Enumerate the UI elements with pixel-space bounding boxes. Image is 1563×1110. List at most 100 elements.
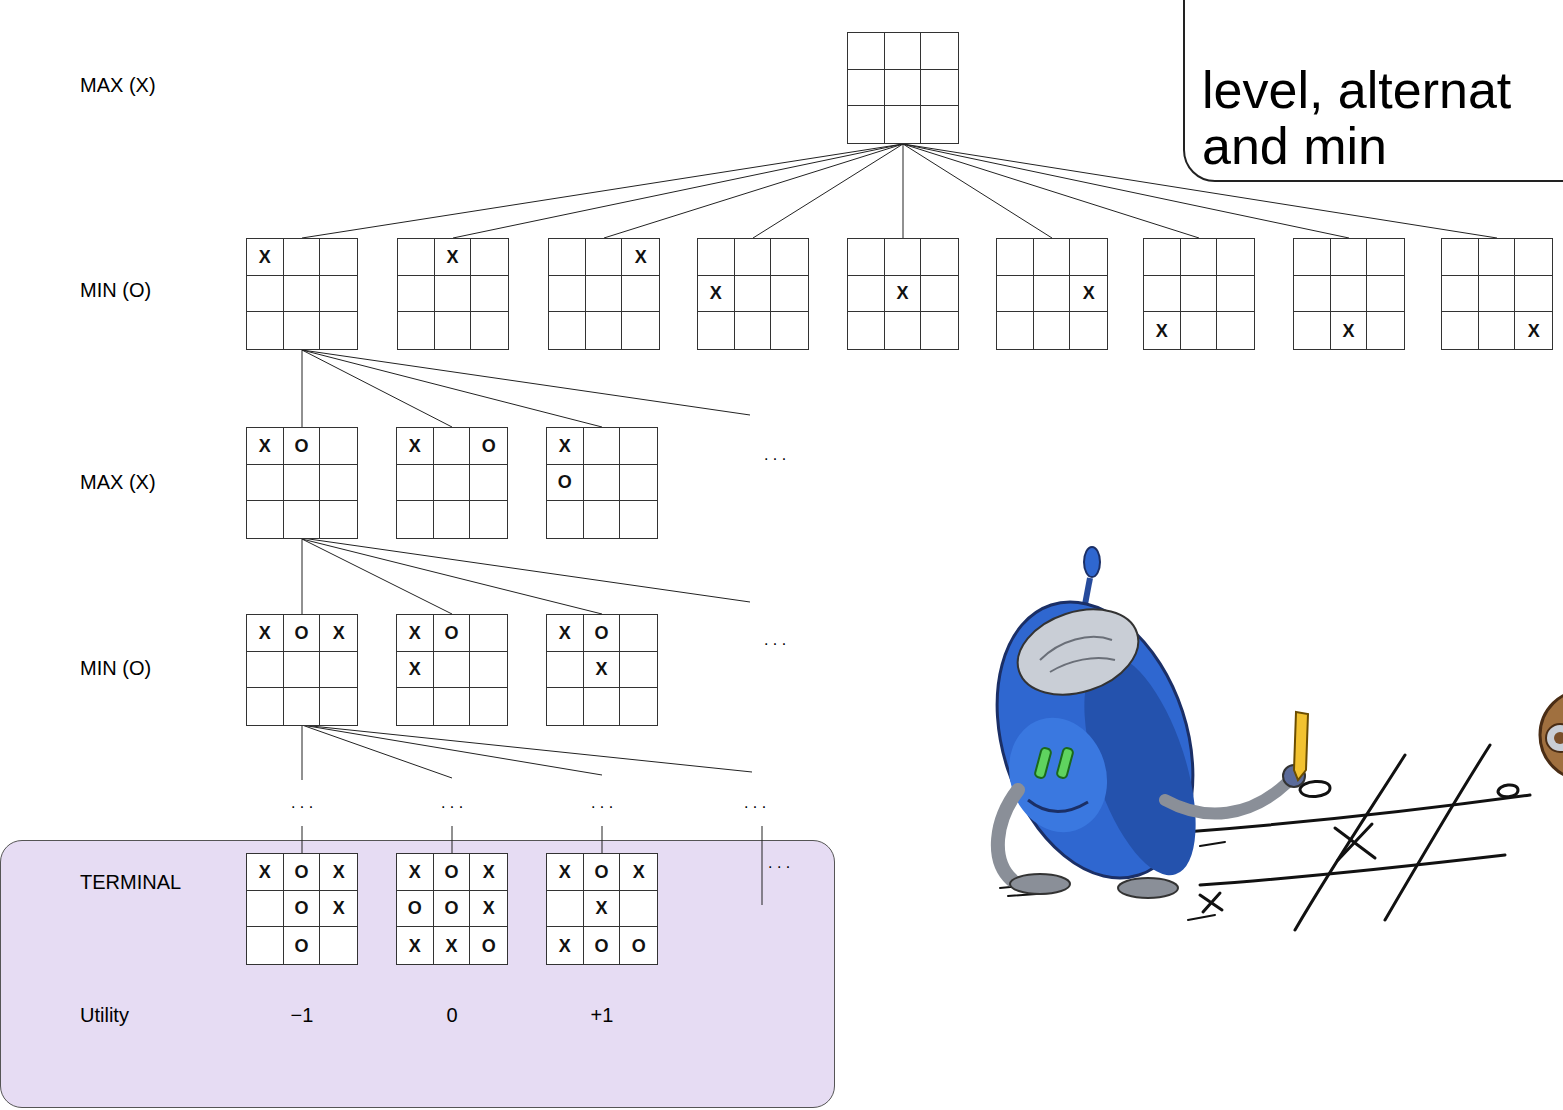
- robot-foot: [1010, 874, 1070, 894]
- board-cell: [435, 312, 472, 349]
- board-cell: X: [470, 854, 507, 891]
- board-cell: [434, 465, 471, 502]
- board-cell: X: [247, 239, 284, 276]
- board-cell: [848, 276, 885, 313]
- sketch-line: [1295, 755, 1405, 930]
- board-cell: [997, 312, 1034, 349]
- board-cell: [1515, 239, 1552, 276]
- board-cell: [584, 428, 621, 465]
- board-cell: X: [584, 891, 621, 928]
- board-cell: X: [547, 854, 584, 891]
- board-mark: X: [595, 899, 607, 917]
- board-cell: [1144, 276, 1181, 313]
- board-cell: O: [547, 465, 584, 502]
- robot-eye-ring: [1546, 724, 1563, 752]
- board-cell: [620, 428, 657, 465]
- board-cell: X: [247, 428, 284, 465]
- board-cell: X: [547, 927, 584, 964]
- board-mark: O: [408, 899, 422, 917]
- robot-figure: [964, 547, 1308, 903]
- board-cell: [549, 239, 586, 276]
- board-state: XO: [546, 427, 658, 539]
- board-mark: X: [259, 248, 271, 266]
- board-cell: [885, 33, 922, 70]
- board-cell: [848, 106, 885, 143]
- board-cell: [771, 312, 808, 349]
- level-label: MAX (X): [80, 73, 156, 97]
- board-cell: [547, 688, 584, 725]
- tree-lines: [302, 840, 762, 905]
- board-cell: [1217, 276, 1254, 313]
- board-cell: [921, 70, 958, 107]
- board-cell: [547, 891, 584, 928]
- board-cell: [284, 276, 321, 313]
- robot-dome-detail: [1040, 637, 1115, 672]
- branch-line: [302, 725, 752, 772]
- board-mark: O: [482, 937, 496, 955]
- board-cell: [1331, 239, 1368, 276]
- board-cell: [547, 501, 584, 538]
- board-cell: [1034, 276, 1071, 313]
- board-cell: [434, 688, 471, 725]
- board-cell: [885, 70, 922, 107]
- board-state: X: [246, 238, 358, 350]
- tree-edge: [604, 144, 903, 238]
- branch-line: [302, 538, 750, 602]
- board-cell: O: [584, 927, 621, 964]
- robot-arm: [1165, 782, 1288, 814]
- tree-edge: [302, 350, 602, 427]
- board-cell: [735, 239, 772, 276]
- board-cell: X: [885, 276, 922, 313]
- board-cell: X: [397, 615, 434, 652]
- ellipsis: . . .: [725, 793, 785, 813]
- board-cell: [247, 688, 284, 725]
- board-cell: [1294, 312, 1331, 349]
- utility-value: −1: [272, 1003, 332, 1027]
- board-cell: [470, 501, 507, 538]
- level-label: MIN (O): [80, 278, 151, 302]
- board-cell: [1217, 312, 1254, 349]
- branch-line: [762, 840, 763, 905]
- board-cell: X: [584, 652, 621, 689]
- robot-mouth: [1028, 800, 1088, 812]
- board-cell: [471, 276, 508, 313]
- board-mark: X: [1528, 322, 1540, 340]
- board-cell: [622, 312, 659, 349]
- utility-value: 0: [422, 1003, 482, 1027]
- tree-edge: [302, 350, 303, 427]
- tree-edge: [302, 539, 303, 614]
- board-mark: X: [259, 437, 271, 455]
- board-cell: X: [1331, 312, 1368, 349]
- board-cell: X: [547, 615, 584, 652]
- board-state: [847, 32, 959, 144]
- board-mark: X: [483, 899, 495, 917]
- board-cell: [848, 239, 885, 276]
- branch-line: [452, 840, 453, 853]
- board-cell: [1144, 239, 1181, 276]
- board-cell: O: [434, 854, 471, 891]
- board-mark: X: [409, 863, 421, 881]
- board-mark: X: [259, 863, 271, 881]
- terminal-band: XOXOXOXOXOOXXXOXOXXXOOTERMINAL. . .Utili…: [0, 840, 835, 1108]
- board-cell: [921, 276, 958, 313]
- board-cell: O: [620, 927, 657, 964]
- board-cell: [247, 276, 284, 313]
- board-cell: [284, 652, 321, 689]
- robot-foot: [1118, 878, 1178, 898]
- tree-edge: [302, 539, 602, 614]
- board-cell: [284, 688, 321, 725]
- board-cell: [397, 688, 434, 725]
- board-state: X: [548, 238, 660, 350]
- board-mark: X: [333, 863, 345, 881]
- board-mark: O: [558, 473, 572, 491]
- board-cell: [1034, 239, 1071, 276]
- row-label: Utility: [80, 1003, 129, 1027]
- board-cell: [247, 312, 284, 349]
- board-cell: [1070, 312, 1107, 349]
- board-cell: [470, 465, 507, 502]
- board-cell: [284, 239, 321, 276]
- tree-edge: [903, 144, 904, 238]
- utility-value: +1: [572, 1003, 632, 1027]
- board-cell: [771, 239, 808, 276]
